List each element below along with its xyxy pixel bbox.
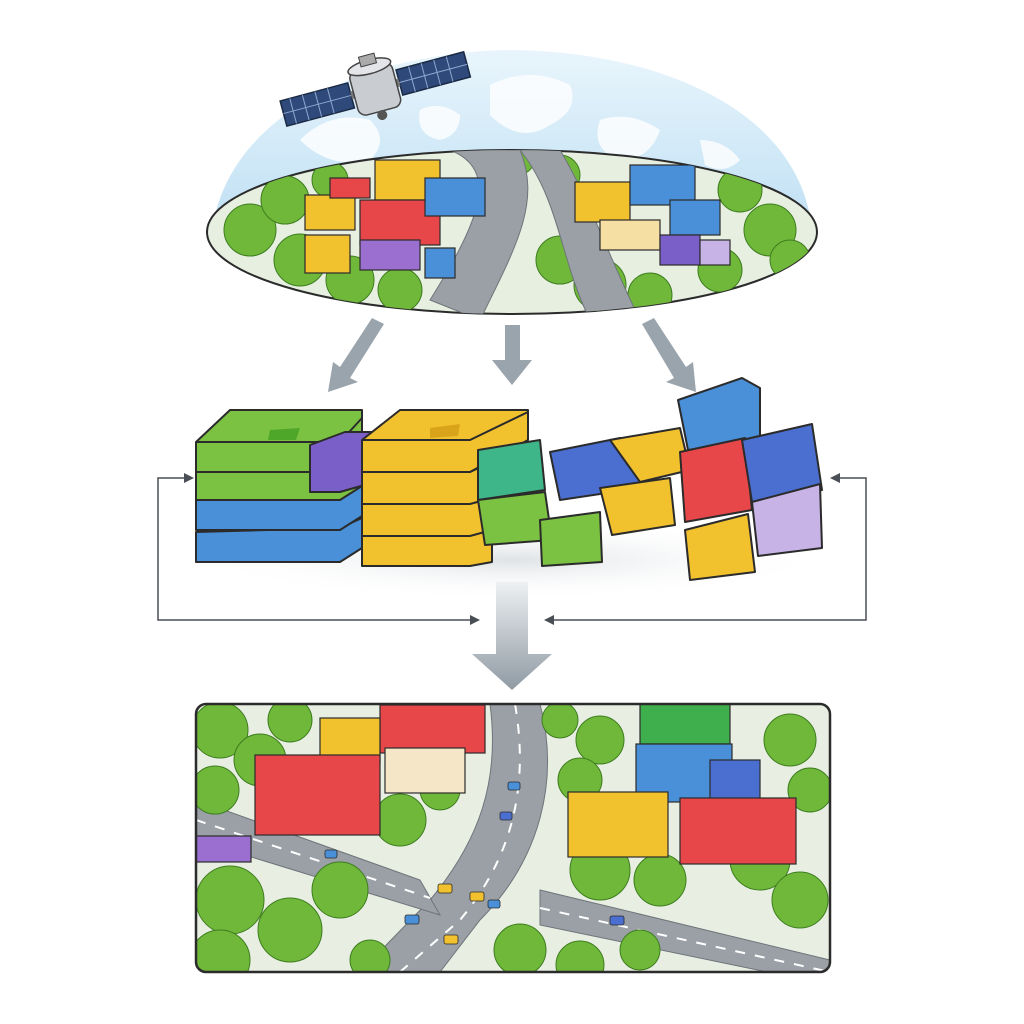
car-icons — [324, 781, 625, 945]
tree-cluster — [223, 150, 811, 314]
oval-buildings — [304, 159, 731, 279]
panel-buildings — [196, 704, 797, 865]
data-blocks-stage — [192, 377, 832, 600]
down-arrows — [328, 318, 696, 392]
block-stack-right — [549, 377, 823, 581]
satellite-observation-stage — [206, 50, 818, 315]
ground-oval — [206, 149, 818, 315]
loop-arrowheads — [184, 473, 840, 625]
satellite-icon — [279, 50, 472, 128]
down-arrow-icon — [492, 325, 532, 385]
continent-shapes — [300, 75, 740, 169]
down-arrow-icon — [642, 318, 696, 392]
block-stack-middle — [361, 409, 603, 567]
down-arrow-icon — [328, 318, 384, 392]
ground-output-stage — [194, 702, 832, 974]
feedback-loop-arrow — [157, 477, 867, 621]
block-stack-left — [195, 409, 376, 563]
down-arrow-icon — [472, 582, 552, 690]
panel-frame — [194, 702, 832, 974]
